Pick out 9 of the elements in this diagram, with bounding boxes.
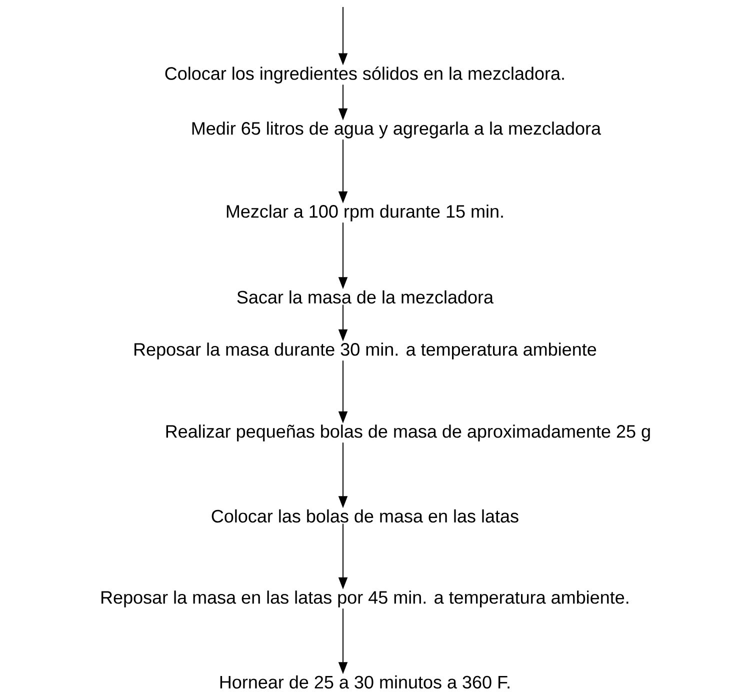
step-text: Reposar la masa en las latas por 45 min. a temperatura ambiente.	[102, 590, 628, 608]
step-text: Sacar la masa de la mezcladora	[237, 290, 494, 304]
step-text: Colocar los ingredientes sólidos en la mezcladora.	[165, 66, 564, 84]
step-text: Reposar la masa durante 30 min. a temperatura ambiente	[134, 342, 596, 360]
step-text: Realizar pequeñas bolas de masa de aproximadamente 25 g	[166, 424, 650, 442]
step-text: Medir 65 litros de agua y agregarla a la mezcladora	[192, 122, 602, 138]
step-text: Colocar las bolas de masa en las latas	[212, 509, 518, 523]
step-text: Mezclar a 100 rpm durante 15 min.	[226, 204, 503, 222]
step-text: Hornear de 25 a 30 minutos a 360 F.	[220, 675, 510, 689]
